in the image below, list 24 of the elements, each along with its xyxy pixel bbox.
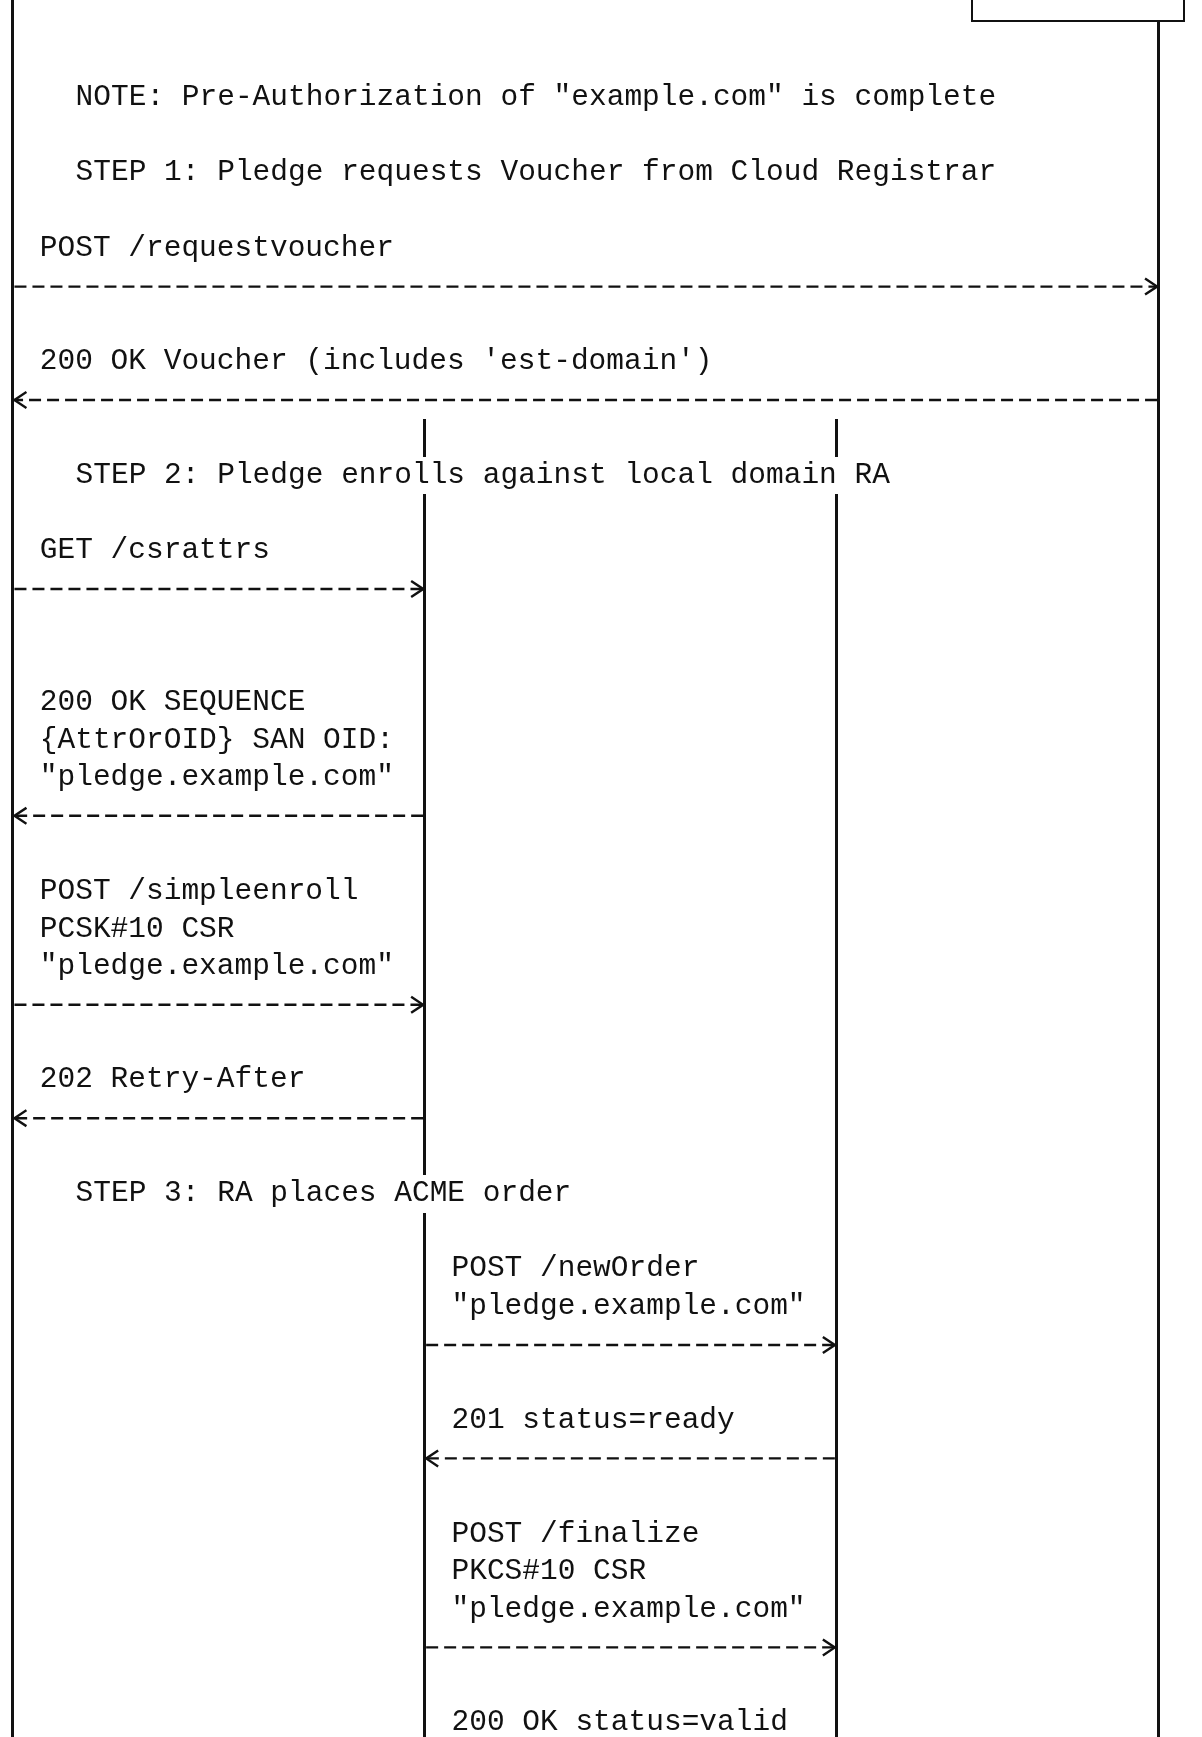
arrow bbox=[13, 1109, 424, 1128]
edge-label: 201 status=ready bbox=[451, 1401, 735, 1439]
arrow bbox=[14, 579, 425, 599]
note-text: STEP 2: Pledge enrolls against local domain RA bbox=[75, 456, 890, 495]
participant-box bbox=[970, 0, 1186, 22]
edge-label: 200 OK SEQUENCE {AttrOrOID} SAN OID: "pledge.example.com" bbox=[39, 683, 395, 797]
edge-label: 202 Retry-After bbox=[39, 1061, 306, 1099]
edge-label: 200 OK Voucher (includes 'est-domain') bbox=[39, 343, 713, 381]
lifeline bbox=[1157, 22, 1161, 1737]
lifeline bbox=[11, 0, 15, 1737]
arrow bbox=[14, 995, 425, 1014]
edge-label: GET /csrattrs bbox=[39, 532, 270, 570]
arrow bbox=[13, 806, 424, 825]
edge-label: POST /requestvoucher bbox=[39, 229, 394, 267]
arrow bbox=[424, 1449, 835, 1468]
lifeline bbox=[834, 418, 838, 1737]
note-text: STEP 3: RA places ACME order bbox=[75, 1174, 572, 1213]
edge-label: POST /finalize PKCS#10 CSR "pledge.example.com" bbox=[451, 1515, 807, 1628]
arrow bbox=[426, 1335, 837, 1355]
arrow bbox=[426, 1638, 837, 1657]
arrow bbox=[14, 277, 1159, 296]
edge-label: POST /newOrder "pledge.example.com" bbox=[451, 1250, 807, 1326]
edge-label: POST /simpleenroll PCSK#10 CSR "pledge.example.com" bbox=[39, 872, 395, 986]
arrow bbox=[13, 390, 1158, 410]
